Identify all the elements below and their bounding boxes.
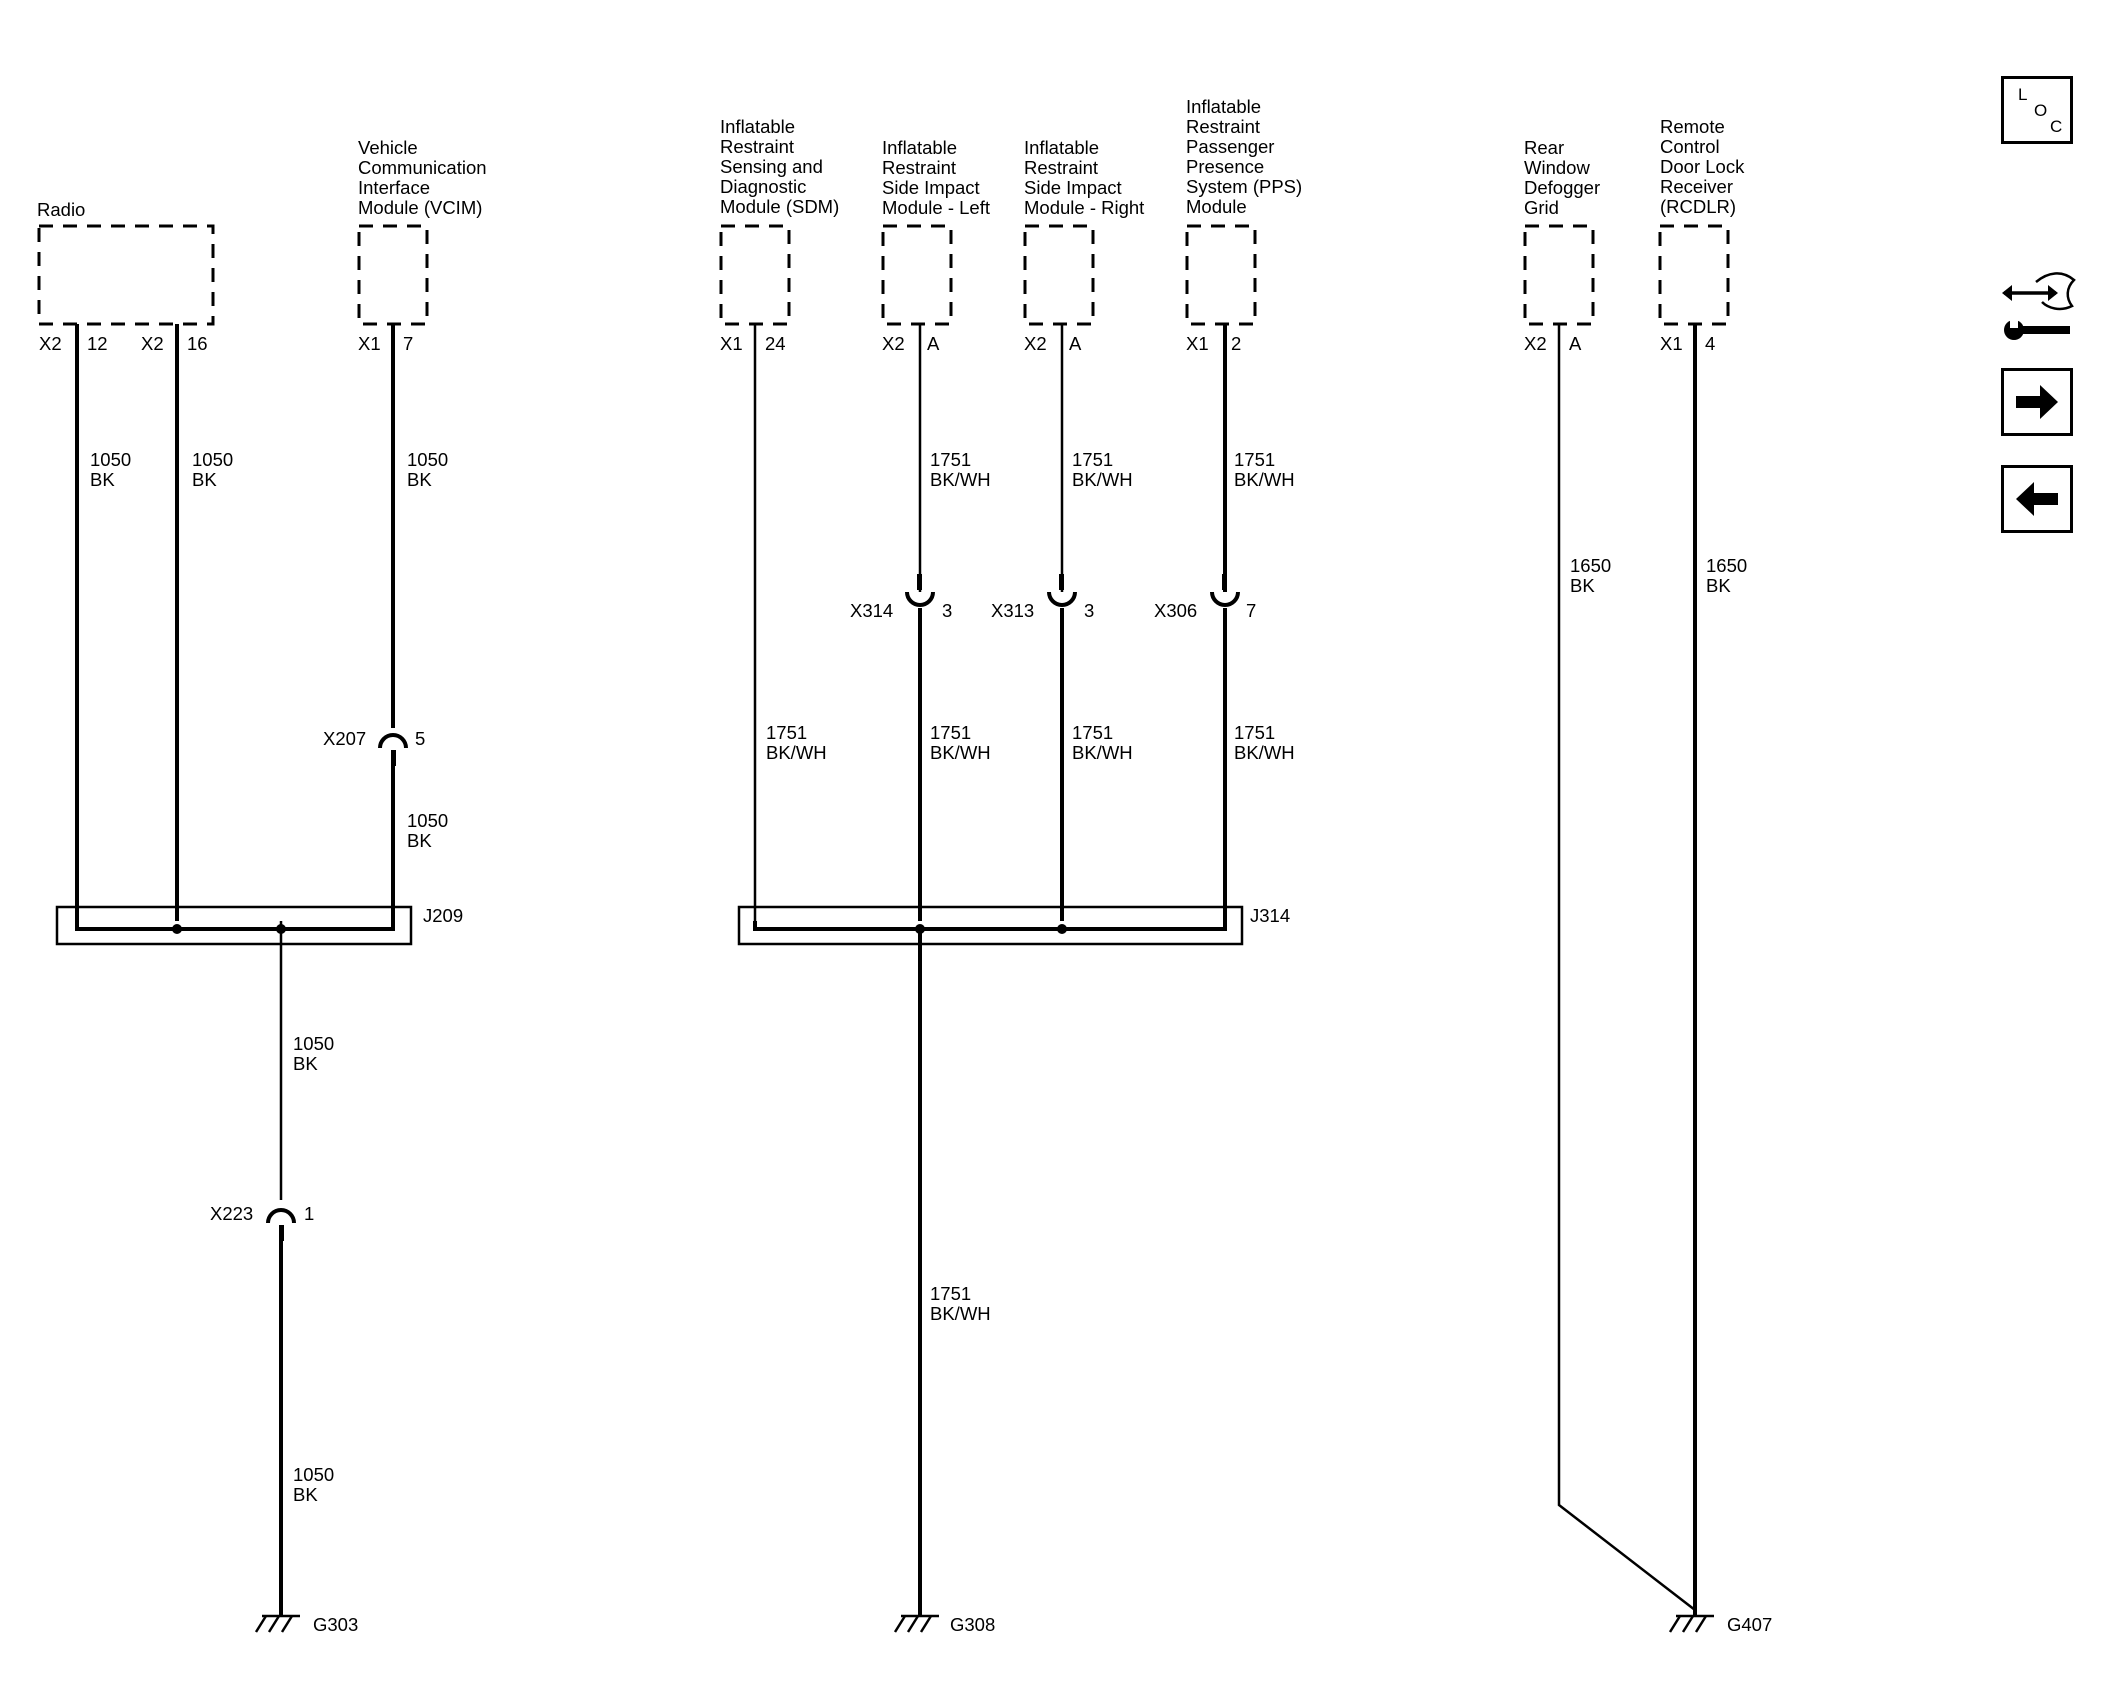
radio-label: Radio — [37, 199, 85, 220]
sdm-box — [719, 224, 791, 326]
side-impact-left-label: Inflatable Restraint Side Impact Module … — [882, 137, 990, 218]
pps-connector: X1 — [1186, 333, 1209, 354]
wire-j314-down-label: 1751 BK/WH — [930, 1283, 991, 1324]
side-left-pin: A — [927, 333, 940, 354]
vcim-box — [357, 224, 429, 326]
splice-j314-bar — [753, 921, 1227, 931]
sdm-label: Inflatable Restraint Sensing and Diagnos… — [720, 116, 839, 217]
wire-pps-upper-label: 1751 BK/WH — [1234, 449, 1295, 490]
wire-rcdlr-label: 1650 BK — [1706, 555, 1752, 596]
splice-j209-node-out — [276, 924, 286, 934]
wire-defogger-label: 1650 BK — [1570, 555, 1616, 596]
ground-g407-symbol — [1668, 1610, 1714, 1633]
defogger-pin: A — [1569, 333, 1582, 354]
location-button[interactable]: L O C — [2001, 76, 2073, 144]
pps-pin: 2 — [1231, 333, 1241, 354]
radio-connector-b: X2 — [141, 333, 164, 354]
side-impact-right-box — [1023, 224, 1095, 326]
side-left-connector: X2 — [882, 333, 905, 354]
splice-j314-outer — [737, 905, 1244, 946]
connector-x306 — [1210, 574, 1240, 607]
forward-button[interactable] — [2001, 368, 2073, 436]
side-right-connector: X2 — [1024, 333, 1047, 354]
defogger-box — [1523, 224, 1595, 326]
pps-box — [1185, 224, 1257, 326]
arrow-right-icon — [2016, 385, 2058, 419]
connector-tools-icon — [2002, 272, 2076, 340]
side-impact-left-box — [881, 224, 953, 326]
location-icon-c: C — [2050, 117, 2063, 136]
rcdlr-label: Remote Control Door Lock Receiver (RCDLR… — [1660, 116, 1749, 217]
splice-j209-label: J209 — [423, 905, 463, 926]
ground-g308-symbol — [893, 1610, 939, 1633]
radio-connector-a: X2 — [39, 333, 62, 354]
wire-side-right-upper-label: 1751 BK/WH — [1072, 449, 1133, 490]
connector-x207-label: X207 — [323, 728, 366, 749]
ground-g303-label: G303 — [313, 1614, 358, 1635]
connector-x313-label: X313 — [991, 600, 1034, 621]
defogger-connector: X2 — [1524, 333, 1547, 354]
splice-j209-outer — [55, 905, 413, 946]
ground-g407-label: G407 — [1727, 1614, 1772, 1635]
pps-label: Inflatable Restraint Passenger Presence … — [1186, 96, 1307, 217]
wire-side-right-lower-label: 1751 BK/WH — [1072, 722, 1133, 763]
location-icon-l: L — [2018, 85, 2028, 104]
wire-radio-16-label: 1050 BK — [192, 449, 238, 490]
wire-defogger — [1557, 324, 1696, 1611]
wire-vcim-upper-label: 1050 BK — [407, 449, 453, 490]
radio-pin-a: 12 — [87, 333, 108, 354]
wire-g303-feed-label: 1050 BK — [293, 1464, 339, 1505]
back-button[interactable] — [2001, 465, 2073, 533]
vcim-label: Vehicle Communication Interface Module (… — [358, 137, 492, 218]
rcdlr-box — [1658, 224, 1730, 326]
radio-pin-b: 16 — [187, 333, 208, 354]
vcim-connector: X1 — [358, 333, 381, 354]
defogger-label: Rear Window Defogger Grid — [1524, 137, 1605, 218]
wire-pps-lower-label: 1751 BK/WH — [1234, 722, 1295, 763]
vcim-pin: 7 — [403, 333, 413, 354]
rcdlr-pin: 4 — [1705, 333, 1715, 354]
connector-x314-label: X314 — [850, 600, 893, 621]
connector-x314 — [905, 574, 935, 607]
connector-x223-label: X223 — [210, 1203, 253, 1224]
connector-x313 — [1047, 574, 1077, 607]
connector-x306-pin: 7 — [1246, 600, 1256, 621]
location-icon-o: O — [2034, 101, 2048, 120]
splice-j209-bar — [75, 921, 395, 931]
connector-tools-button[interactable] — [1996, 258, 2082, 348]
side-right-pin: A — [1069, 333, 1082, 354]
connector-x223 — [266, 1208, 296, 1241]
connector-x313-pin: 3 — [1084, 600, 1094, 621]
ground-g303-symbol — [254, 1610, 300, 1633]
ground-g308-label: G308 — [950, 1614, 995, 1635]
connector-x223-pin: 1 — [304, 1203, 314, 1224]
wire-side-left-lower-label: 1751 BK/WH — [930, 722, 991, 763]
arrow-left-icon — [2016, 482, 2058, 516]
wire-j209-down-label: 1050 BK — [293, 1033, 339, 1074]
splice-j314-label: J314 — [1250, 905, 1290, 926]
wire-side-left-upper-label: 1751 BK/WH — [930, 449, 991, 490]
connector-x306-label: X306 — [1154, 600, 1197, 621]
wire-sdm-label: 1751 BK/WH — [766, 722, 827, 763]
sdm-pin: 24 — [765, 333, 786, 354]
wire-radio-12-label: 1050 BK — [90, 449, 136, 490]
connector-x207-pin: 5 — [415, 728, 425, 749]
rcdlr-connector: X1 — [1660, 333, 1683, 354]
splice-j314-node-right — [1057, 924, 1067, 934]
side-impact-right-label: Inflatable Restraint Side Impact Module … — [1024, 137, 1144, 218]
splice-j209-node-16 — [172, 924, 182, 934]
connector-x207 — [378, 733, 408, 766]
splice-j314-node-left — [915, 924, 925, 934]
connector-x314-pin: 3 — [942, 600, 952, 621]
sdm-connector: X1 — [720, 333, 743, 354]
wire-vcim-lower-label: 1050 BK — [407, 810, 453, 851]
radio-box — [37, 224, 215, 326]
